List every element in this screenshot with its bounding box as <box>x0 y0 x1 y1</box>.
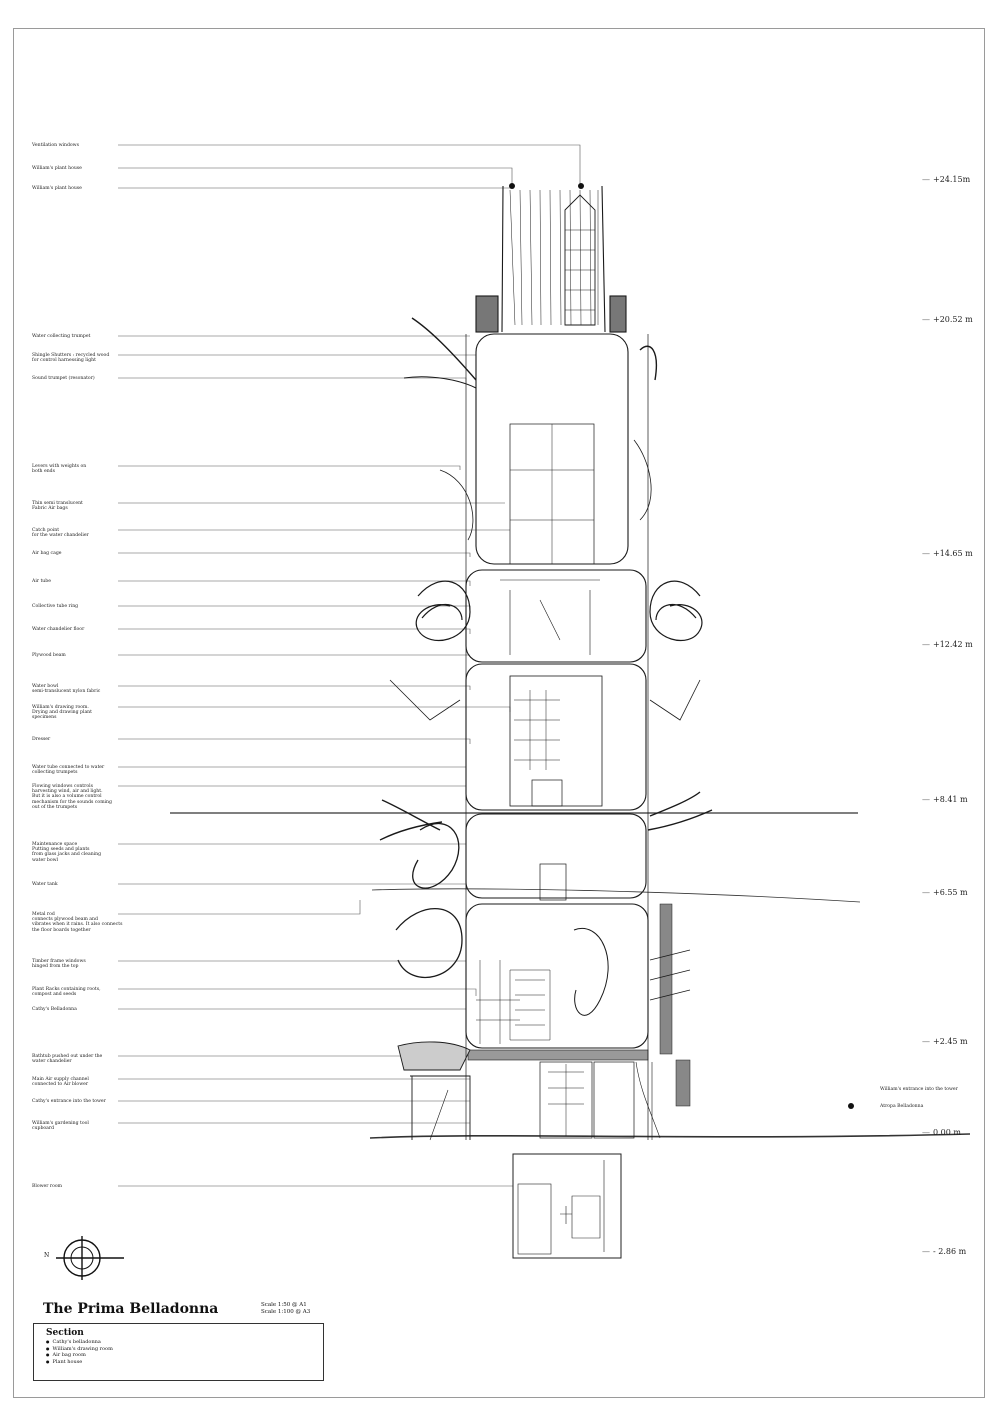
level-dash: — <box>922 888 930 897</box>
level-dash: — <box>922 175 930 184</box>
level-value: - 2.86 m <box>933 1247 967 1256</box>
leader-line <box>118 354 477 360</box>
annotation-label: Cathy's entrance into the tower <box>32 1099 106 1104</box>
annotation-label: Cathy's Belladonna <box>32 1007 77 1012</box>
level-value: +20.52 m <box>933 315 973 324</box>
annotation-label: Water chandelier floor <box>32 627 85 632</box>
ground-lines <box>170 812 971 1139</box>
annotation-label: Water tube connected to water collecting… <box>32 765 105 776</box>
annotation-label: Metal rod connects plywood beam and vibr… <box>32 912 123 933</box>
leader-line <box>118 706 511 712</box>
annotation-label: Sound trumpet (resonator) <box>32 376 95 381</box>
legend-title: Section <box>46 1328 84 1338</box>
level-value: +24.15m <box>933 175 971 184</box>
annotation-label: Collective tube ring <box>32 604 79 609</box>
annotation-label: Dresser <box>32 737 51 742</box>
annotation-label: Water bowl semi-translucent nylon fabric <box>32 684 101 695</box>
annotation-label: Plywood beam <box>32 653 66 658</box>
annotation-label: William's plant house <box>32 166 82 171</box>
legend-item: Cathy's belladonna <box>46 1339 311 1346</box>
north-label: N <box>44 1252 50 1259</box>
drawing-title: The Prima Belladonna <box>43 1301 219 1317</box>
annotation-label: Air tube <box>32 579 51 584</box>
level-marker: —+12.42 m <box>922 640 973 649</box>
level-value: +6.55 m <box>933 888 968 897</box>
level-dash: — <box>922 1128 930 1137</box>
leader-line <box>118 167 513 185</box>
side-label-atropa-belladonna: Atropa Belladonna <box>880 1104 924 1109</box>
annotation-label: Timber frame windows hinged from the top <box>32 959 86 970</box>
leader-line <box>118 552 471 557</box>
leader-line <box>118 900 361 915</box>
section-legend: Section Cathy's belladonna William's dra… <box>33 1323 324 1381</box>
blower-room <box>512 1153 622 1259</box>
level-marker: —- 2.86 m <box>922 1247 966 1256</box>
leader-line <box>118 785 467 800</box>
annotation-label: Water tank <box>32 882 58 887</box>
level-dash: — <box>922 1247 930 1256</box>
level-marker: —+24.15m <box>922 175 970 184</box>
leader-line <box>118 685 471 690</box>
leader-line <box>118 1185 514 1190</box>
leader-line <box>118 960 467 966</box>
level-value: +8.41 m <box>933 795 968 804</box>
drawing-sheet <box>13 28 985 1398</box>
level-marker: —+20.52 m <box>922 315 973 324</box>
legend-item: William's drawing room <box>46 1346 311 1353</box>
leader-line <box>118 580 471 586</box>
annotation-label: William's drawing room. Drying and drawi… <box>32 705 92 721</box>
level-dash: — <box>922 640 930 649</box>
leader-line <box>118 628 471 634</box>
annotation-label: Main Air supply channel connected to Air… <box>32 1077 89 1088</box>
annotation-label: Levers with weights on both ends <box>32 464 87 475</box>
level-dash: — <box>922 795 930 804</box>
level-dash: — <box>922 549 930 558</box>
leader-line <box>118 377 467 383</box>
level-value: 0.00 m <box>933 1128 961 1137</box>
leader-line <box>118 738 471 744</box>
tower-structure <box>379 183 854 1141</box>
level-dash: — <box>922 315 930 324</box>
leader-line <box>118 465 461 470</box>
annotation-label: Air bag cage <box>32 551 62 556</box>
leader-line <box>118 843 467 848</box>
annotation-label: Ventilation windows <box>32 143 79 148</box>
annotation-label: William's plant house <box>32 186 82 191</box>
scale-line-a1: Scale 1:50 @ A1 <box>261 1302 307 1308</box>
level-marker: —+6.55 m <box>922 888 968 897</box>
annotation-label: Shingle Shutters : recycled wood for con… <box>32 353 110 364</box>
leader-line <box>118 988 477 996</box>
level-value: +14.65 m <box>933 549 973 558</box>
leader-line <box>118 144 581 185</box>
leader-line <box>118 1055 421 1060</box>
annotation-label: Plant Racks containing roots, compost an… <box>32 987 101 998</box>
legend-item: Plant house <box>46 1359 311 1366</box>
scale-line-a3: Scale 1:100 @ A3 <box>261 1309 311 1315</box>
annotation-label: Catch point for the water chandelier <box>32 528 89 539</box>
level-value: +12.42 m <box>933 640 973 649</box>
level-marker: —+2.45 m <box>922 1037 968 1046</box>
leader-lines <box>118 144 581 1190</box>
annotation-label: Flowing windows controls harvesting wind… <box>32 784 112 810</box>
level-marker: —+14.65 m <box>922 549 973 558</box>
scale-note: Scale 1:50 @ A1 Scale 1:100 @ A3 <box>261 1302 310 1316</box>
level-dash: — <box>922 1037 930 1046</box>
north-arrow-icon <box>56 1236 124 1280</box>
annotation-label: Maintenance space Putting seeds and plan… <box>32 842 102 863</box>
annotation-label: Bathtub pushed out under the water chand… <box>32 1054 103 1065</box>
leader-line <box>118 605 471 610</box>
side-label-williams-entrance: William's entrance into the tower <box>880 1087 958 1092</box>
leader-line <box>118 766 467 772</box>
level-marker: —+8.41 m <box>922 795 968 804</box>
annotation-label: Thin semi translucent Fabric Air bags <box>32 501 83 512</box>
annotation-label: Blower room <box>32 1184 63 1189</box>
annotation-label: Water collecting trumpet <box>32 334 91 339</box>
level-value: +2.45 m <box>933 1037 968 1046</box>
legend-item: Air bag room <box>46 1352 311 1359</box>
annotation-label: William's gardening tool cupboard <box>32 1121 89 1132</box>
level-marker: —0.00 m <box>922 1128 961 1137</box>
